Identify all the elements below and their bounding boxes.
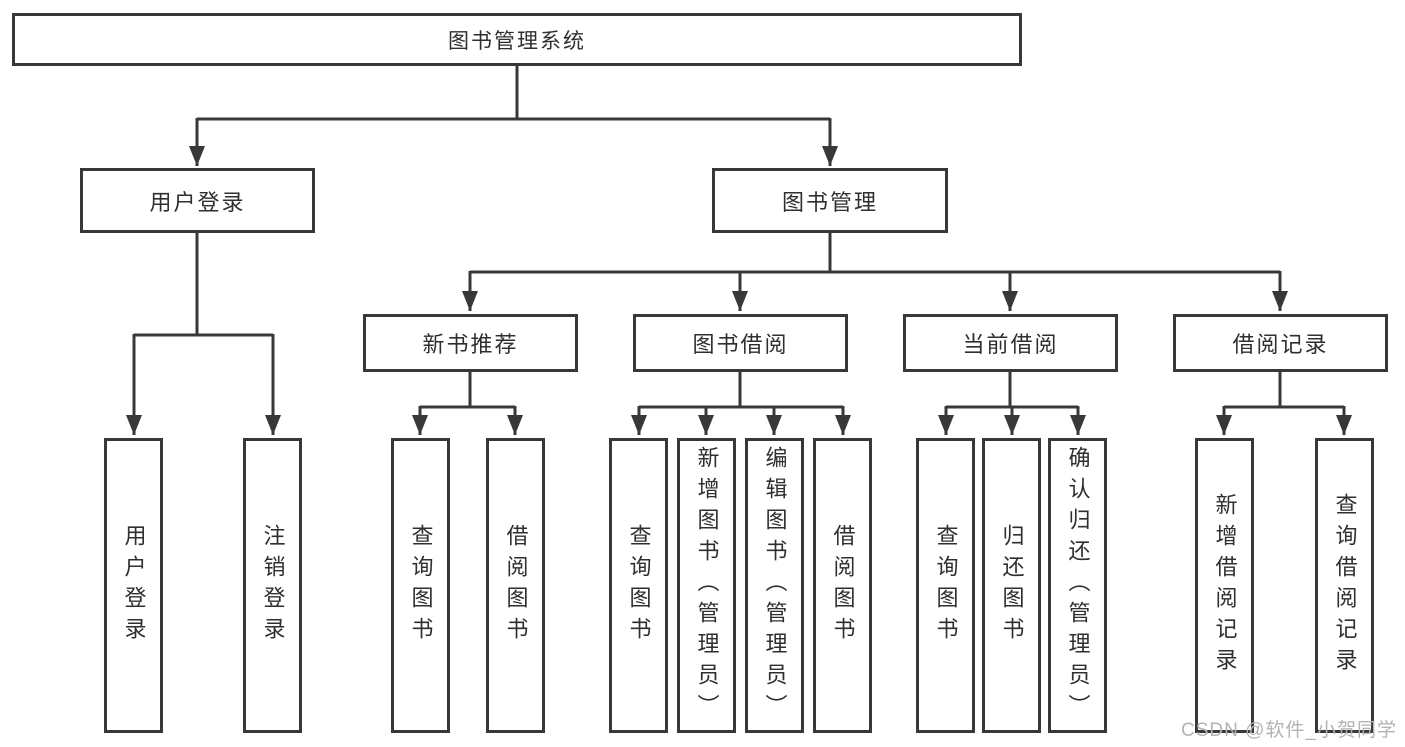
leaf-label: 确认归还（管理员）: [1065, 446, 1091, 725]
node-label: 当前借阅: [962, 332, 1059, 357]
leaf-confirm-return-admin: 确认归还（管理员）: [1048, 438, 1107, 733]
leaf-label: 查询图书: [933, 523, 959, 648]
node-current-borrowing: 当前借阅: [903, 314, 1118, 372]
leaf-label: 编辑图书（管理员）: [762, 446, 788, 725]
csdn-watermark: CSDN @软件_小贺同学: [1181, 720, 1397, 741]
node-label: 新书推荐: [422, 332, 519, 357]
leaf-query-books-borrowing: 查询图书: [609, 438, 668, 733]
leaf-label: 归还图书: [999, 523, 1025, 648]
connector-current-borrowing-children: [938, 372, 1086, 435]
connector-borrowing-records-children: [1216, 372, 1352, 435]
node-user-login: 用户登录: [80, 168, 315, 233]
node-new-book-recommend: 新书推荐: [363, 314, 578, 372]
leaf-label: 用户登录: [121, 523, 147, 648]
leaf-user-login: 用户登录: [104, 438, 163, 733]
node-book-management: 图书管理: [712, 168, 948, 233]
leaf-label: 查询图书: [626, 523, 652, 648]
connector-book-management-to-level3: [462, 233, 1288, 311]
node-label: 图书借阅: [692, 332, 789, 357]
leaf-label: 查询图书: [408, 523, 434, 648]
node-library-management-system: 图书管理系统: [12, 13, 1022, 66]
leaf-label: 借阅图书: [503, 523, 529, 648]
node-borrowing-records: 借阅记录: [1173, 314, 1388, 372]
leaf-add-borrow-record: 新增借阅记录: [1195, 438, 1254, 733]
node-label: 用户登录: [149, 189, 246, 215]
leaf-query-books-recommend: 查询图书: [391, 438, 450, 733]
leaf-query-books-current: 查询图书: [916, 438, 975, 733]
leaf-logout: 注销登录: [243, 438, 302, 733]
connector-new-book-recommend-children: [412, 372, 523, 435]
leaf-label: 注销登录: [260, 523, 286, 648]
connector-root-to-level2: [189, 66, 838, 166]
leaf-borrow-books-borrowing: 借阅图书: [813, 438, 872, 733]
leaf-return-book: 归还图书: [982, 438, 1041, 733]
leaf-edit-book-admin: 编辑图书（管理员）: [745, 438, 804, 733]
node-label: 图书管理: [781, 189, 878, 215]
leaf-add-book-admin: 新增图书（管理员）: [677, 438, 736, 733]
node-book-borrowing: 图书借阅: [633, 314, 848, 372]
connector-book-borrowing-children: [631, 372, 851, 435]
leaf-label: 新增借阅记录: [1212, 492, 1238, 679]
node-label: 借阅记录: [1232, 332, 1329, 357]
connector-user-login-children: [126, 233, 281, 435]
leaf-borrow-books-recommend: 借阅图书: [486, 438, 545, 733]
node-label: 图书管理系统: [448, 29, 586, 53]
leaf-label: 借阅图书: [830, 523, 856, 648]
leaf-query-borrow-record: 查询借阅记录: [1315, 438, 1374, 733]
leaf-label: 新增图书（管理员）: [694, 446, 720, 725]
leaf-label: 查询借阅记录: [1332, 492, 1358, 679]
